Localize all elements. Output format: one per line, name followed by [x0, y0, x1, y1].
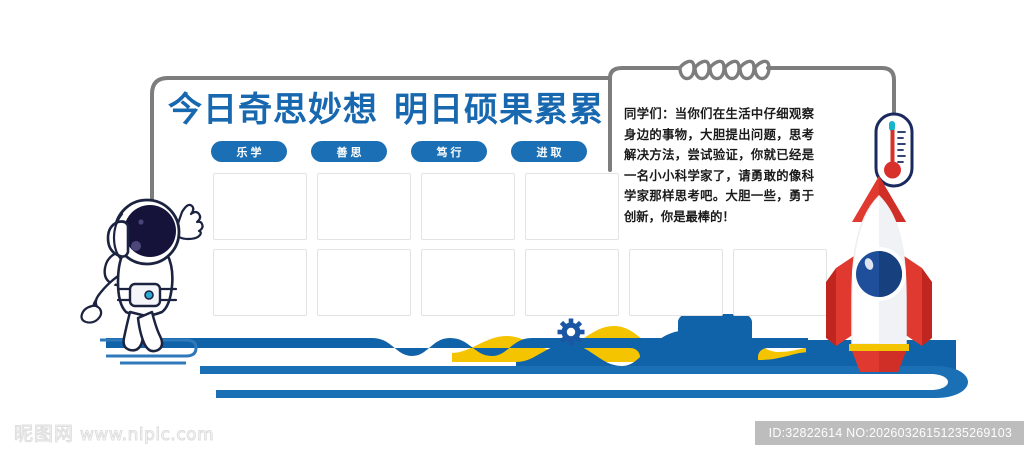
photo-frame[interactable]: [213, 249, 307, 316]
title-line-b: 明日硕果累累: [394, 90, 604, 130]
astronaut-icon: [80, 198, 204, 353]
photo-frame[interactable]: [421, 173, 515, 240]
message-paragraph: 同学们：当你们在生活中仔细观察身边的事物，大胆提出问题，思考解决方法，尝试验证，…: [624, 107, 814, 224]
photo-frame[interactable]: [525, 249, 619, 316]
thermometer-icon: [874, 112, 914, 188]
blue-sled-bar: [200, 366, 968, 398]
spring-coil-icon: [678, 59, 771, 81]
yellow-hill-shape: [452, 316, 818, 362]
blue-cloud-band-left: [106, 314, 812, 372]
photo-frame[interactable]: [213, 173, 307, 240]
photo-frame[interactable]: [421, 249, 515, 316]
photo-frame[interactable]: [525, 173, 619, 240]
connector-line-right-elbow: [608, 66, 680, 80]
rocket-icon: [826, 176, 932, 372]
image-id-badge: ID:32822614 NO:20260326151235269103: [754, 421, 1024, 445]
title-line-a: 今日奇思妙想: [168, 90, 378, 130]
pill-sansi[interactable]: 善思: [311, 141, 387, 162]
watermark-url-text: www.nipic.com: [80, 425, 215, 446]
pill-lexue[interactable]: 乐学: [211, 141, 287, 162]
photo-frame[interactable]: [317, 173, 411, 240]
cloud-swirl-outline: [100, 338, 198, 358]
photo-frame[interactable]: [629, 249, 723, 316]
blue-platform-upper: [596, 340, 956, 372]
photo-frame[interactable]: [733, 249, 827, 316]
watermark-cn-text: 昵图网: [13, 423, 75, 446]
poster-title: 今日奇思妙想明日硕果累累: [168, 82, 604, 131]
pill-jinqu[interactable]: 进取: [511, 141, 587, 162]
category-pill-row: 乐学 善思 笃行 进取: [211, 141, 587, 162]
gear-icon: [557, 318, 585, 346]
pill-duxing[interactable]: 笃行: [411, 141, 487, 162]
photo-frame-row-bottom: [213, 249, 827, 316]
photo-frame[interactable]: [317, 249, 411, 316]
sled-gap: [216, 368, 948, 390]
photo-frame-row-top: [213, 173, 619, 240]
blue-mid-wave: [516, 330, 810, 368]
